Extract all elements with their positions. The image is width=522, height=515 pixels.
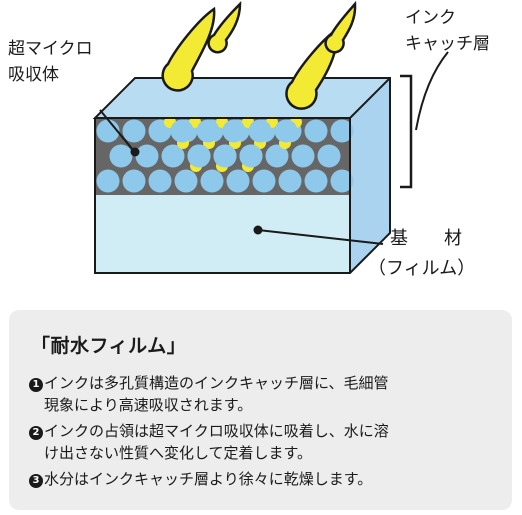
micro-absorber-label-line2: 吸収体	[8, 65, 59, 85]
micro-absorber-sphere	[96, 169, 120, 193]
micro-absorber-sphere	[148, 169, 172, 193]
ink-catch-layer-label-line2: キャッチ層	[405, 34, 490, 54]
micro-absorber-sphere	[161, 144, 185, 168]
note-3-line-1: 水分はインクキャッチ層より徐々に乾燥します。	[44, 470, 373, 488]
note-2-line-2: け出さない性質へ変化して定着します。	[44, 444, 313, 462]
ink-catch-layer-diagram: 超マイクロ 吸収体 インク キャッチ層 基 材 （フィルム）	[8, 0, 490, 279]
base-leader-dot	[253, 225, 263, 235]
micro-absorber-sphere	[330, 119, 354, 143]
sphere-leader-line	[99, 109, 134, 151]
micro-absorber-sphere	[239, 144, 263, 168]
micro-absorber-label-line1: 超マイクロ	[8, 39, 93, 59]
micro-absorber-sphere	[174, 169, 198, 193]
layer-leader-line	[415, 51, 449, 131]
micro-absorber-sphere	[135, 144, 159, 168]
micro-absorber-sphere	[291, 144, 315, 168]
block-right-face	[350, 78, 390, 273]
base-film	[95, 195, 350, 273]
block-outline	[92, 77, 391, 274]
micro-absorber-sphere	[248, 119, 272, 143]
micro-absorber-sphere	[122, 169, 146, 193]
note-1-line-2: 現象により高速吸収されます。	[44, 396, 253, 414]
micro-absorber-sphere	[278, 169, 302, 193]
layer-bracket	[400, 74, 413, 189]
note-marker-3: 3	[29, 474, 43, 488]
micro-absorber-sphere	[304, 169, 328, 193]
micro-absorber-sphere	[330, 169, 354, 193]
ink-drops	[161, 0, 357, 110]
base-leader-line	[257, 229, 384, 245]
micro-absorber-sphere	[109, 144, 133, 168]
micro-absorber-sphere	[265, 144, 289, 168]
note-2-line-1: インクの占領は超マイクロ吸収体に吸着し、水に溶	[44, 422, 389, 440]
base-material-label-line2: （フィルム）	[368, 258, 475, 279]
micro-absorber-sphere	[187, 144, 211, 168]
micro-absorber-sphere	[170, 119, 194, 143]
base-material-label-line1: 基 材	[390, 228, 462, 249]
micro-absorber-sphere	[213, 144, 237, 168]
ink-drop-3	[285, 27, 338, 110]
micro-absorber-sphere	[304, 119, 328, 143]
micro-absorber-sphere	[200, 169, 224, 193]
ink-drop-2	[207, 0, 242, 54]
panel-title: 「耐水フィルム」	[31, 335, 187, 357]
micro-absorber-sphere	[252, 169, 276, 193]
note-marker-2: 2	[29, 426, 43, 440]
micro-absorber-sphere	[222, 119, 246, 143]
micro-absorber-sphere	[317, 144, 341, 168]
micro-absorber-sphere	[196, 119, 220, 143]
note-marker-1: 1	[29, 378, 43, 392]
block-top-face	[95, 78, 390, 118]
micro-absorber-sphere	[226, 169, 250, 193]
micro-absorber-spheres	[96, 116, 354, 193]
ink-catch-layer-label-line1: インク	[405, 8, 456, 28]
ink-drop-1	[161, 6, 216, 92]
note-1-line-1: インクは多孔質構造のインクキャッチ層に、毛細管	[44, 374, 389, 392]
micro-absorber-sphere	[274, 119, 298, 143]
ink-drop-4	[324, 0, 357, 54]
micro-absorber-sphere	[122, 119, 146, 143]
sphere-leader-dot	[130, 147, 140, 157]
